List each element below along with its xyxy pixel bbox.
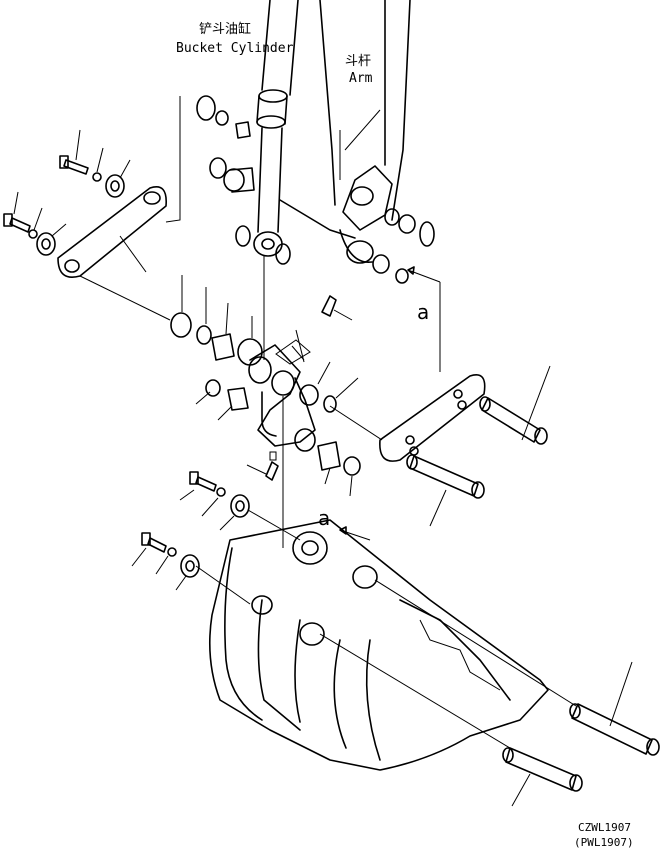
bucket <box>208 519 549 771</box>
view-ref-a-upper: a <box>417 300 429 324</box>
drawing-code: CZWL1907 <box>578 821 631 834</box>
upper-seals <box>196 95 291 265</box>
direction-arrow-a-lower <box>339 529 371 541</box>
drawing-code-alt: (PWL1907) <box>574 836 634 849</box>
bucket-cylinder-label-en: Bucket Cylinder <box>176 41 294 56</box>
bolt-set-upper <box>59 155 125 198</box>
view-ref-a-lower: a <box>318 506 330 530</box>
bolt-set-lower <box>141 532 200 578</box>
left-link <box>57 186 167 278</box>
bolt-set-lower-upper <box>189 471 250 518</box>
arrow-head-lower <box>339 526 347 535</box>
bolt-set-mid <box>3 213 56 256</box>
center-bushings <box>170 312 361 476</box>
arm-pin-bushings <box>372 208 435 284</box>
bucket-cylinder <box>256 0 299 233</box>
pin-mid-right <box>406 454 485 499</box>
bucket-pin-right <box>569 703 660 756</box>
assembly-lines <box>79 96 577 749</box>
label-flag <box>275 339 311 365</box>
bucket-cylinder-label-cn: 铲斗油缸 <box>199 21 251 37</box>
bucket-pin-lower <box>502 747 583 792</box>
arm-label-cn: 斗杆 <box>345 54 371 69</box>
right-link <box>379 374 486 462</box>
cylinder-rod-eye <box>253 231 283 257</box>
grease-fittings <box>265 295 337 481</box>
pin-upper-right <box>479 396 548 445</box>
arrow-head-upper <box>407 266 415 275</box>
arm <box>279 0 411 264</box>
callout-leaders <box>13 129 633 807</box>
arm-label-en: Arm <box>349 71 373 86</box>
